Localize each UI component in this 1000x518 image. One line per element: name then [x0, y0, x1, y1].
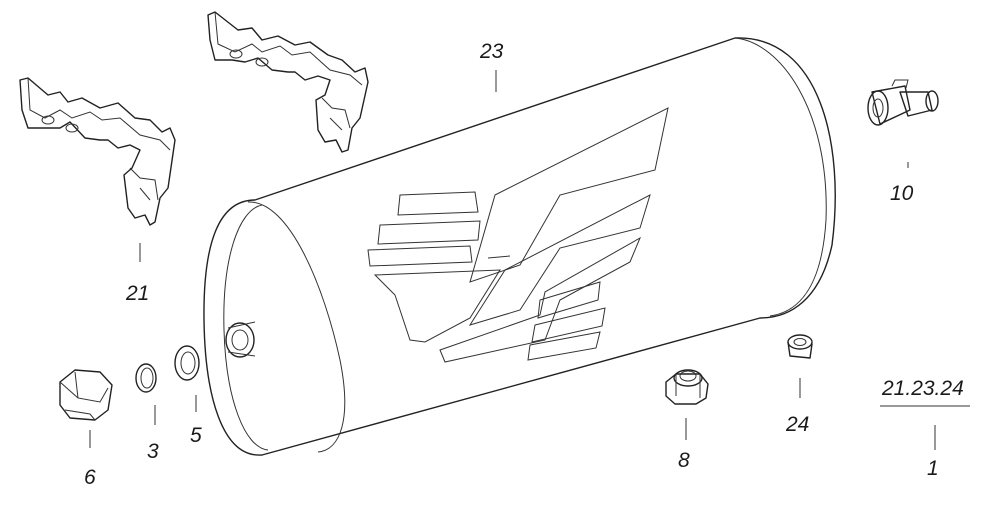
tee-fitting [867, 79, 939, 126]
plug [59, 369, 113, 421]
label-part-8: 8 [678, 449, 690, 472]
label-part-21: 21 [126, 282, 150, 305]
tank-logo [367, 107, 669, 363]
label-part-3: 3 [147, 440, 159, 463]
bushing [787, 334, 813, 359]
leader-lines [89, 70, 970, 450]
label-part-24: 24 [786, 413, 810, 436]
adapter-fitting [665, 369, 709, 405]
label-part-5: 5 [190, 424, 202, 447]
label-part-10: 10 [890, 182, 914, 205]
clamp-front [19, 77, 176, 226]
assembly-reference: 21.23.24 [882, 377, 964, 400]
label-part-23: 23 [480, 40, 504, 63]
washer-small [135, 363, 157, 393]
label-part-1: 1 [927, 457, 939, 480]
label-part-6: 6 [84, 466, 96, 489]
air-tank [203, 37, 836, 456]
washer-large [174, 345, 200, 381]
clamp-rear [207, 11, 369, 153]
